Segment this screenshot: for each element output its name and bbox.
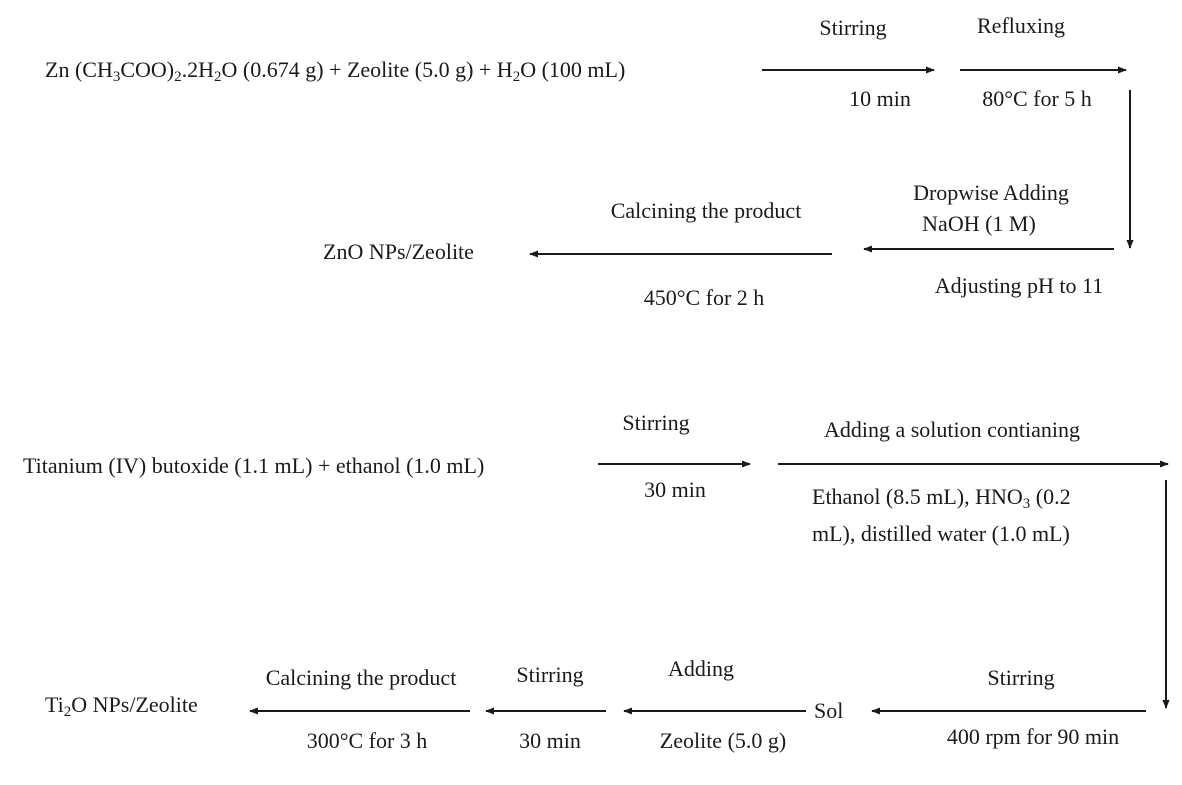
zno-start-sub: 3 xyxy=(112,69,121,85)
zno-product: ZnO NPs/Zeolite xyxy=(323,239,474,264)
ti-sol: Sol xyxy=(814,698,844,723)
ti-step2-below-sub: 3 xyxy=(1022,496,1031,512)
ti-product-part: O NPs/Zeolite xyxy=(71,692,198,717)
ti-step1-below: 30 min xyxy=(644,477,706,502)
ti-step5-above: Stirring xyxy=(516,662,584,687)
ti-step6-below: 300°C for 3 h xyxy=(306,728,428,753)
ti-step6-above: Calcining the product xyxy=(265,665,457,690)
zno-step3-above-line1: Dropwise Adding xyxy=(913,180,1069,205)
ti-step2-above: Adding a solution contianing xyxy=(823,417,1081,442)
ti-step1-above: Stirring xyxy=(622,410,690,435)
zno-start-reagents: Zn (CH3COO)2.2H2O (0.674 g) + Zeolite (5… xyxy=(45,57,626,85)
zno-start-sub: 2 xyxy=(174,69,182,85)
ti-step2-below-part: (0.2 xyxy=(1030,484,1071,509)
ti-step2-below-line1: Ethanol (8.5 mL), HNO3 (0.2 xyxy=(812,484,1071,512)
zno-step1-below: 10 min xyxy=(849,86,911,111)
ti-product: Ti2O NPs/Zeolite xyxy=(45,692,198,720)
zno-start-sub: 2 xyxy=(512,69,521,85)
zno-step3-above-line2: NaOH (1 M) xyxy=(922,211,1036,236)
ti-step2-below-part: Ethanol (8.5 mL), HNO xyxy=(812,484,1023,509)
ti-step4-below: Zeolite (5.0 g) xyxy=(659,728,787,753)
ti-step4-above: Adding xyxy=(668,656,734,681)
ti-start-reagents: Titanium (IV) butoxide (1.1 mL) + ethano… xyxy=(23,453,485,478)
zno-start-part: O (100 mL) xyxy=(520,57,626,82)
zno-step4-below: 450°C for 2 h xyxy=(643,285,765,310)
zno-step3-below: Adjusting pH to 11 xyxy=(934,273,1104,298)
ti-step3-below: 400 rpm for 90 min xyxy=(946,724,1120,749)
zno-step4-above: Calcining the product xyxy=(610,198,802,223)
zno-step2-above: Refluxing xyxy=(977,13,1065,38)
ti-product-part: Ti xyxy=(45,692,64,717)
zno-step1-above: Stirring xyxy=(819,15,887,40)
zno-start-sub: 2 xyxy=(214,69,222,85)
ti-product-sub: 2 xyxy=(63,704,72,720)
ti-step5-below: 30 min xyxy=(519,728,581,753)
zno-step2-below: 80°C for 5 h xyxy=(982,86,1092,111)
zno-start-part: .2H xyxy=(181,57,214,82)
zno-start-part: COO) xyxy=(120,57,175,82)
zno-start-part: Zn (CH xyxy=(45,57,113,82)
ti-step3-above: Stirring xyxy=(987,665,1055,690)
zno-start-part: O (0.674 g) + Zeolite (5.0 g) + H xyxy=(221,57,513,82)
ti-step2-below-line2: mL), distilled water (1.0 mL) xyxy=(812,521,1070,546)
